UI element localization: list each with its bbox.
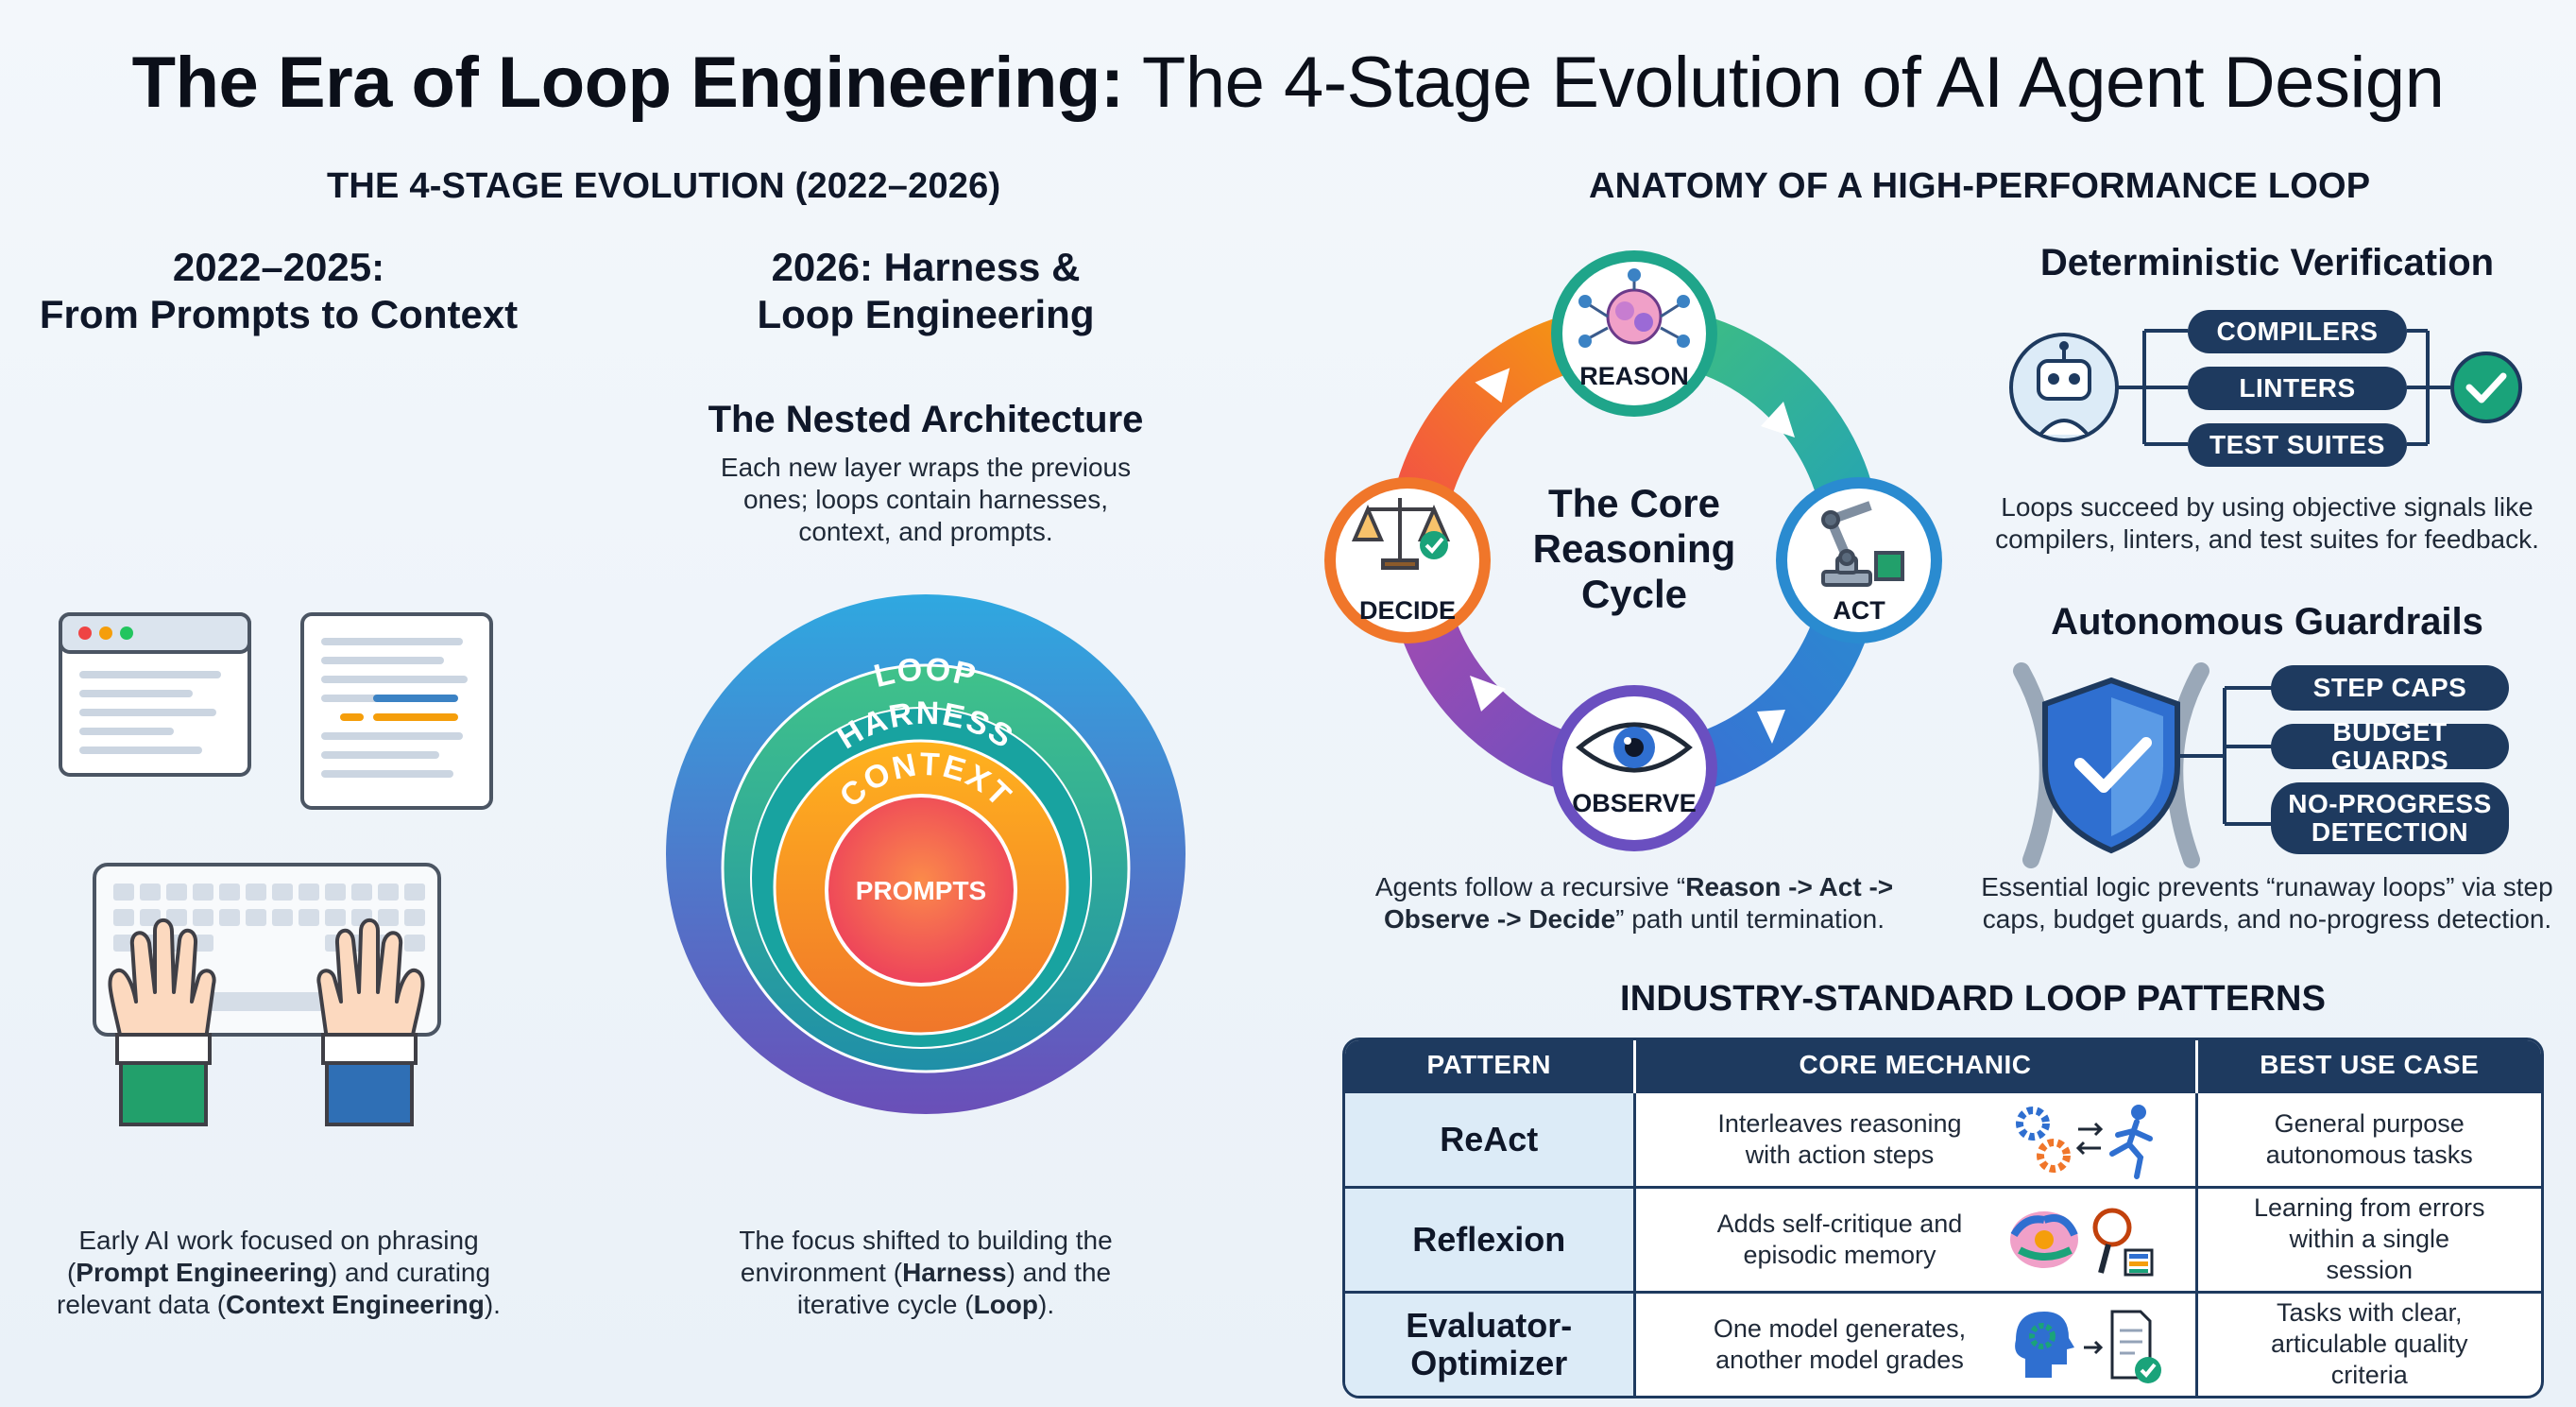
prompt-context-illustration [59, 612, 493, 1126]
decide-node-label: DECIDE [1359, 596, 1456, 625]
loop-patterns-table: PATTERN CORE MECHANIC BEST USE CASE ReAc… [1342, 1038, 2544, 1398]
head-gear-document-icon [2014, 1310, 2161, 1383]
pattern-mechanic-react: Interleaves reasoning with action steps [1717, 1108, 1962, 1169]
verification-item-test-suites: TEST SUITES [2188, 423, 2407, 467]
table-header-pattern: PATTERN [1345, 1040, 1636, 1091]
stage1-description: Early AI work focused on phrasing (Promp… [38, 1225, 520, 1321]
cycle-caption: Agents follow a recursive “Reason -> Act… [1360, 871, 1908, 935]
guardrail-item-no-progress-detection: NO-PROGRESS DETECTION [2271, 782, 2509, 854]
pattern-name-react: ReAct [1345, 1090, 1636, 1188]
pattern-use-case-react: General purpose autonomous tasks [2196, 1090, 2541, 1188]
cycle-arrow-icons [1470, 368, 1795, 744]
pattern-mechanic-cell: One model generates, another model grade… [1634, 1290, 2198, 1396]
brain-magnifier-icon [2009, 1208, 2153, 1277]
act-node-label: ACT [1833, 596, 1885, 625]
shield-check-icon [2042, 677, 2180, 854]
stage1-heading-line2: From Prompts to Context [39, 292, 519, 336]
pattern-mechanic-cell: Interleaves reasoning with action steps [1634, 1090, 2198, 1188]
cycle-center-line1: The Core [1548, 481, 1720, 525]
keyboard-icon [93, 863, 441, 1126]
stage2-desc-loop: Loop [973, 1290, 1039, 1319]
decide-node: DECIDE [1324, 477, 1491, 643]
ring-label-prompts: PROMPTS [856, 876, 986, 905]
core-reasoning-cycle-diagram: The Core Reasoning Cycle REASON [1324, 250, 1942, 851]
table-header-row: PATTERN CORE MECHANIC BEST USE CASE [1345, 1040, 2541, 1091]
act-node: ACT [1776, 477, 1942, 643]
observe-node: OBSERVE [1551, 685, 1717, 851]
browser-window-icon [59, 612, 251, 777]
stage1-heading-line1: 2022–2025: [172, 245, 385, 289]
gears-runner-icon [2015, 1104, 2153, 1179]
robot-icon [2009, 333, 2119, 442]
pattern-mechanic-reflexion: Adds self-critique and episodic memory [1716, 1209, 1963, 1269]
verification-flow-diagram [2009, 329, 2522, 446]
decide-check-icon [1424, 537, 1444, 554]
cycle-caption-path: Reason -> Act -> Observe -> Decide [1384, 872, 1894, 934]
brain-network-icon [1578, 268, 1690, 348]
stage2-desc-e: ). [1038, 1290, 1055, 1319]
pattern-name-reflexion: Reflexion [1345, 1185, 1636, 1293]
nested-architecture-title: The Nested Architecture [708, 399, 1144, 440]
stage1-desc-a: Early AI work focused on phrasing ( [66, 1226, 479, 1287]
cycle-center-line3: Cycle [1581, 572, 1687, 616]
table-row: Reflexion Adds self-critique and episodi… [1345, 1185, 2541, 1293]
stage1-heading: 2022–2025: From Prompts to Context [19, 244, 538, 338]
pattern-mechanic-evaluator-optimizer: One model generates, another model grade… [1713, 1313, 1967, 1374]
stage2-heading: 2026: Harness & Loop Engineering [680, 244, 1171, 338]
cycle-caption-a: Agents follow a recursive “ [1374, 872, 1686, 901]
pattern-use-case-reflexion: Learning from errors within a single ses… [2196, 1185, 2541, 1293]
stage2-description: The focus shifted to building the enviro… [699, 1225, 1152, 1321]
guardrails-shield-diagram [2013, 662, 2272, 868]
table-header-best-use-case: BEST USE CASE [2196, 1040, 2541, 1091]
guardrails-branch-lines [2177, 686, 2272, 826]
guardrails-caption: Essential logic prevents “runaway loops”… [1981, 872, 2553, 934]
anatomy-section-title: ANATOMY OF A HIGH-PERFORMANCE LOOP [1589, 166, 2371, 206]
guardrails-title: Autonomous Guardrails [2051, 601, 2483, 643]
pattern-name-evaluator-optimizer: Evaluator-Optimizer [1345, 1290, 1636, 1396]
stage1-desc-context-engineering: Context Engineering [226, 1290, 485, 1319]
verification-title: Deterministic Verification [2039, 242, 2495, 283]
pattern-mechanic-cell: Adds self-critique and episodic memory [1634, 1185, 2198, 1293]
verification-item-compilers: COMPILERS [2188, 310, 2407, 353]
verification-caption: Loops succeed by using objective signals… [1995, 492, 2539, 554]
robot-arm-icon [1821, 501, 1904, 587]
cycle-center-line2: Reasoning [1533, 526, 1736, 571]
stage1-desc-e: ). [484, 1290, 501, 1319]
stage2-desc-a: The focus shifted to building the enviro… [739, 1226, 1113, 1287]
guardrail-item-step-caps: STEP CAPS [2271, 665, 2509, 711]
nested-architecture-diagram: LOOP HARNESS CONTEXT PROMPTS [666, 594, 1186, 1114]
verification-branch-lines [2117, 329, 2450, 446]
reason-node-label: REASON [1579, 362, 1689, 390]
guardrail-item-budget-guards: BUDGET GUARDS [2271, 718, 2509, 775]
verified-check-icon [2450, 352, 2522, 423]
stage1-desc-prompt-engineering: Prompt Engineering [76, 1258, 329, 1287]
stage2-heading-line1: 2026: Harness & [771, 245, 1081, 289]
stage1-desc-c: ) and curating relevant data ( [57, 1258, 491, 1319]
stage2-heading-line2: Loop Engineering [757, 292, 1095, 336]
pattern-use-case-evaluator-optimizer: Tasks with clear, articulable quality cr… [2196, 1290, 2541, 1396]
title-bold: The Era of Loop Engineering: [131, 43, 1125, 123]
verification-item-linters: LINTERS [2188, 367, 2407, 410]
observe-node-label: OBSERVE [1572, 789, 1697, 817]
nested-architecture-description: Each new layer wraps the previous ones; … [720, 453, 1132, 546]
stage2-desc-harness: Harness [902, 1258, 1007, 1287]
eye-icon [1576, 722, 1693, 773]
page-title: The Era of Loop Engineering: The 4-Stage… [0, 42, 2576, 124]
table-header-core-mechanic: CORE MECHANIC [1634, 1040, 2198, 1091]
evolution-section-title: THE 4-STAGE EVOLUTION (2022–2026) [327, 166, 1001, 206]
title-light: The 4-Stage Evolution of AI Agent Design [1141, 43, 2445, 123]
document-icon [300, 612, 493, 810]
reason-node: REASON [1551, 250, 1717, 417]
stage2-desc-c: ) and the iterative cycle ( [796, 1258, 1112, 1319]
cycle-caption-c: ” path until termination. [1615, 904, 1885, 934]
table-row: Evaluator-Optimizer One model generates,… [1345, 1290, 2541, 1396]
table-row: ReAct Interleaves reasoning with action … [1345, 1090, 2541, 1188]
patterns-section-title: INDUSTRY-STANDARD LOOP PATTERNS [1620, 979, 2327, 1019]
prompts-core [825, 794, 1017, 987]
